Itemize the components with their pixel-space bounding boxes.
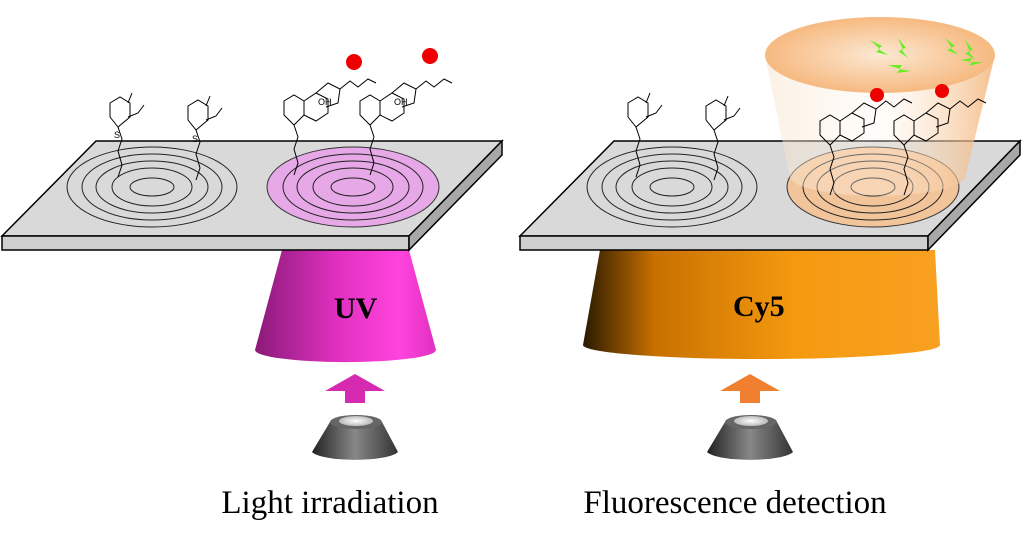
- up-arrow-icon: [325, 374, 385, 403]
- atom-oh: OH: [394, 97, 408, 107]
- up-arrow-icon: [720, 374, 780, 403]
- panel-fluorescence-detection: Cy5: [518, 17, 1022, 521]
- caption-light-irradiation: Light irradiation: [221, 485, 438, 521]
- panel-light-irradiation: UV S S OH OH Light irra: [0, 48, 504, 521]
- cy5-label: Cy5: [733, 290, 785, 323]
- emission-beam-top: [765, 17, 995, 93]
- uv-source-cone: [255, 250, 436, 363]
- fluorophore-dot: [422, 48, 438, 64]
- uv-label: UV: [334, 292, 378, 325]
- fluorophore-dot: [935, 84, 949, 98]
- atom-oh: OH: [318, 97, 332, 107]
- electrode-rings: [66, 146, 238, 228]
- emission-bolt-icons: [870, 38, 983, 73]
- cy5-source-cone: [583, 250, 940, 360]
- electrode-rings: [586, 146, 758, 228]
- caption-fluorescence-detection: Fluorescence detection: [583, 485, 886, 521]
- irradiated-spot: [266, 146, 440, 228]
- fluorophore-dot: [870, 88, 884, 102]
- lamp-icon: [707, 415, 793, 460]
- atom-s: S: [114, 130, 120, 140]
- lamp-icon: [312, 415, 398, 460]
- fluorophore-dot: [346, 54, 362, 70]
- atom-s: S: [192, 134, 198, 144]
